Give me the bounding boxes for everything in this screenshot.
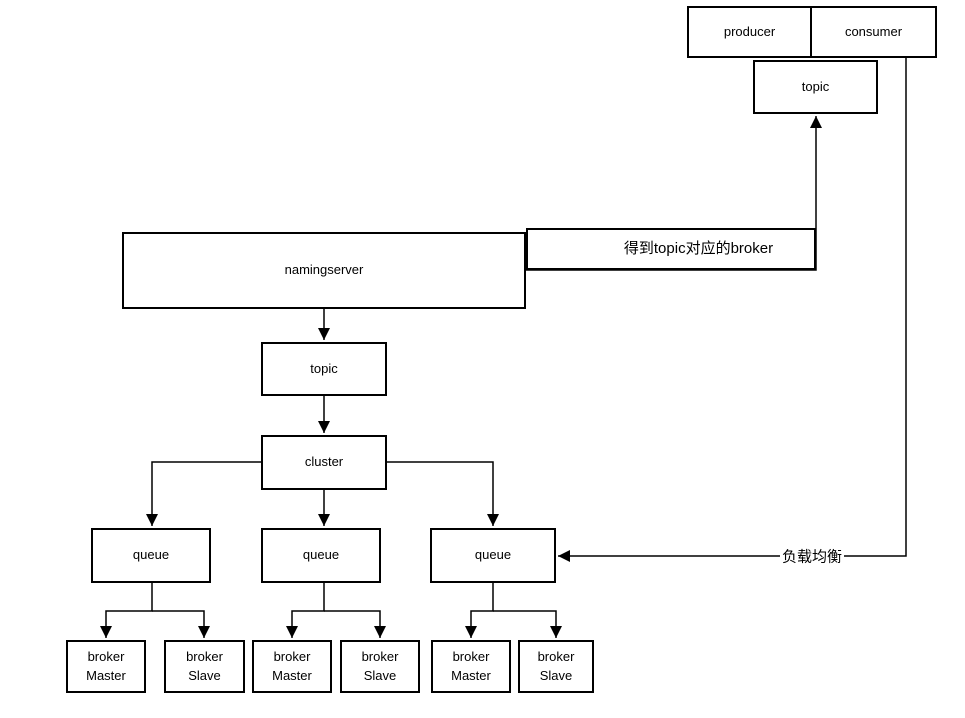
node-broker-slave-1: broker Slave	[164, 640, 245, 693]
node-queue-2: queue	[261, 528, 381, 583]
note-get-broker-label: 得到topic对应的broker	[623, 240, 774, 258]
edge-queue-3-to-broker-master-3	[465, 583, 494, 638]
edge-queue-3-to-broker-slave-3	[493, 610, 562, 638]
broker-label-line1: broker	[361, 648, 399, 664]
node-queue-2-label: queue	[302, 547, 340, 563]
node-broker-master-1: broker Master	[66, 640, 146, 693]
node-producer-label: producer	[723, 23, 776, 39]
node-cluster-label: cluster	[304, 454, 344, 470]
broker-label-line1: broker	[87, 648, 125, 664]
node-queue-1-label: queue	[132, 547, 170, 563]
node-topic-lower-label: topic	[310, 360, 338, 376]
node-consumer-label: consumer	[844, 23, 903, 39]
node-topic-upper-label: topic	[801, 78, 830, 94]
broker-label-line2: Slave	[188, 667, 221, 683]
node-topic-upper: topic	[753, 60, 878, 114]
node-namingserver: namingserver	[122, 232, 526, 309]
edge-queue-2-to-broker-master-2	[286, 583, 325, 638]
edge-queue-1-to-broker-master-1	[100, 583, 153, 638]
node-producer: producer	[687, 6, 812, 58]
broker-label-line1: broker	[452, 648, 490, 664]
edge-label-load-balance: 负载均衡	[779, 545, 845, 567]
broker-label-line1: broker	[186, 648, 223, 664]
node-queue-1: queue	[91, 528, 211, 583]
edge-queue-2-to-broker-slave-2	[324, 610, 386, 638]
node-broker-master-3: broker Master	[431, 640, 511, 693]
node-topic-lower: topic	[261, 342, 387, 396]
broker-label-line1: broker	[273, 648, 311, 664]
broker-label-line2: Slave	[363, 667, 397, 683]
broker-label-line2: Slave	[539, 667, 573, 683]
node-broker-slave-3: broker Slave	[518, 640, 594, 693]
node-queue-3-label: queue	[474, 547, 512, 563]
node-broker-master-2: broker Master	[252, 640, 332, 693]
node-namingserver-label: namingserver	[284, 262, 364, 278]
broker-label-line2: Master	[86, 667, 126, 683]
edge-namingserver-to-upper-topic	[526, 116, 822, 271]
broker-label-line1: broker	[537, 648, 575, 664]
edge-consumer-to-queue-3	[558, 58, 907, 562]
node-broker-slave-2: broker Slave	[340, 640, 420, 693]
broker-label-line2: Master	[272, 667, 312, 683]
broker-label-line2: Master	[451, 667, 491, 683]
edge-cluster-to-queue-1	[146, 461, 261, 526]
edge-queue-1-to-broker-slave-1	[152, 610, 210, 638]
edge-cluster-to-queue-3	[387, 461, 499, 526]
node-consumer: consumer	[810, 6, 937, 58]
note-get-broker: 得到topic对应的broker	[526, 228, 816, 270]
node-cluster: cluster	[261, 435, 387, 490]
node-queue-3: queue	[430, 528, 556, 583]
